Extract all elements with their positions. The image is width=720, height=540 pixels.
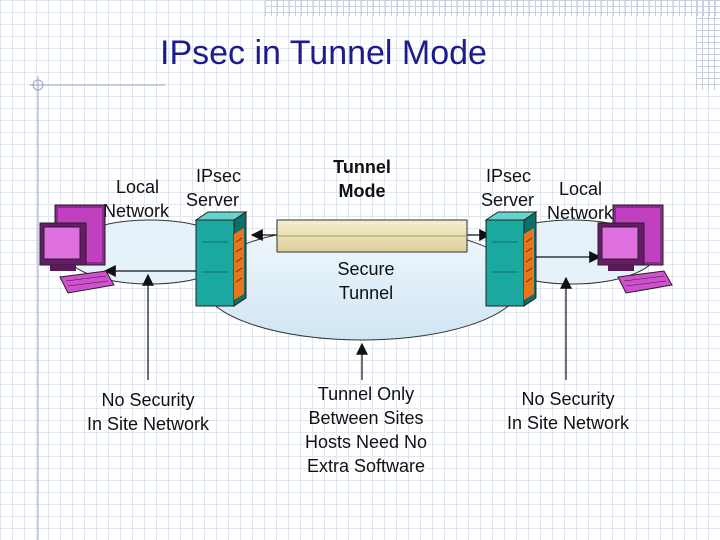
decorative-grid-top (265, 0, 720, 16)
center-callout-line1: Tunnel Only (317, 384, 415, 404)
right-local-label: Local (559, 179, 603, 199)
secure-tunnel-label-line1: Secure (337, 259, 395, 279)
right-network-label: Network (547, 203, 614, 223)
right-callout-line2: In Site Network (506, 413, 630, 433)
left-callout-line1: No Security (101, 390, 195, 410)
right-server-label: Server (481, 190, 535, 210)
center-callout-line2: Between Sites (308, 408, 424, 428)
right-callout-line1: No Security (521, 389, 615, 409)
pc-icon (39, 204, 115, 294)
pc-icon (597, 204, 673, 294)
left-local-label: Local (116, 177, 160, 197)
title-guide-decoration (30, 76, 165, 540)
tunnel-mode-label-line2: Mode (338, 181, 386, 201)
slide-title: IPsec in Tunnel Mode (160, 34, 487, 72)
decorative-grid-right (696, 0, 720, 90)
server-icon (484, 211, 538, 307)
left-ipsec-label: IPsec (196, 166, 242, 186)
server-icon (194, 211, 248, 307)
secure-tunnel-label-line2: Tunnel (338, 283, 394, 303)
center-callout-line3: Hosts Need No (304, 432, 428, 452)
left-server-label: Server (186, 190, 240, 210)
center-callout-line4: Extra Software (306, 456, 426, 476)
right-ipsec-label: IPsec (486, 166, 532, 186)
left-callout-line2: In Site Network (86, 414, 210, 434)
tunnel-mode-label-line1: Tunnel (333, 157, 391, 177)
tunnel-pipe (276, 219, 468, 253)
left-network-label: Network (103, 201, 170, 221)
